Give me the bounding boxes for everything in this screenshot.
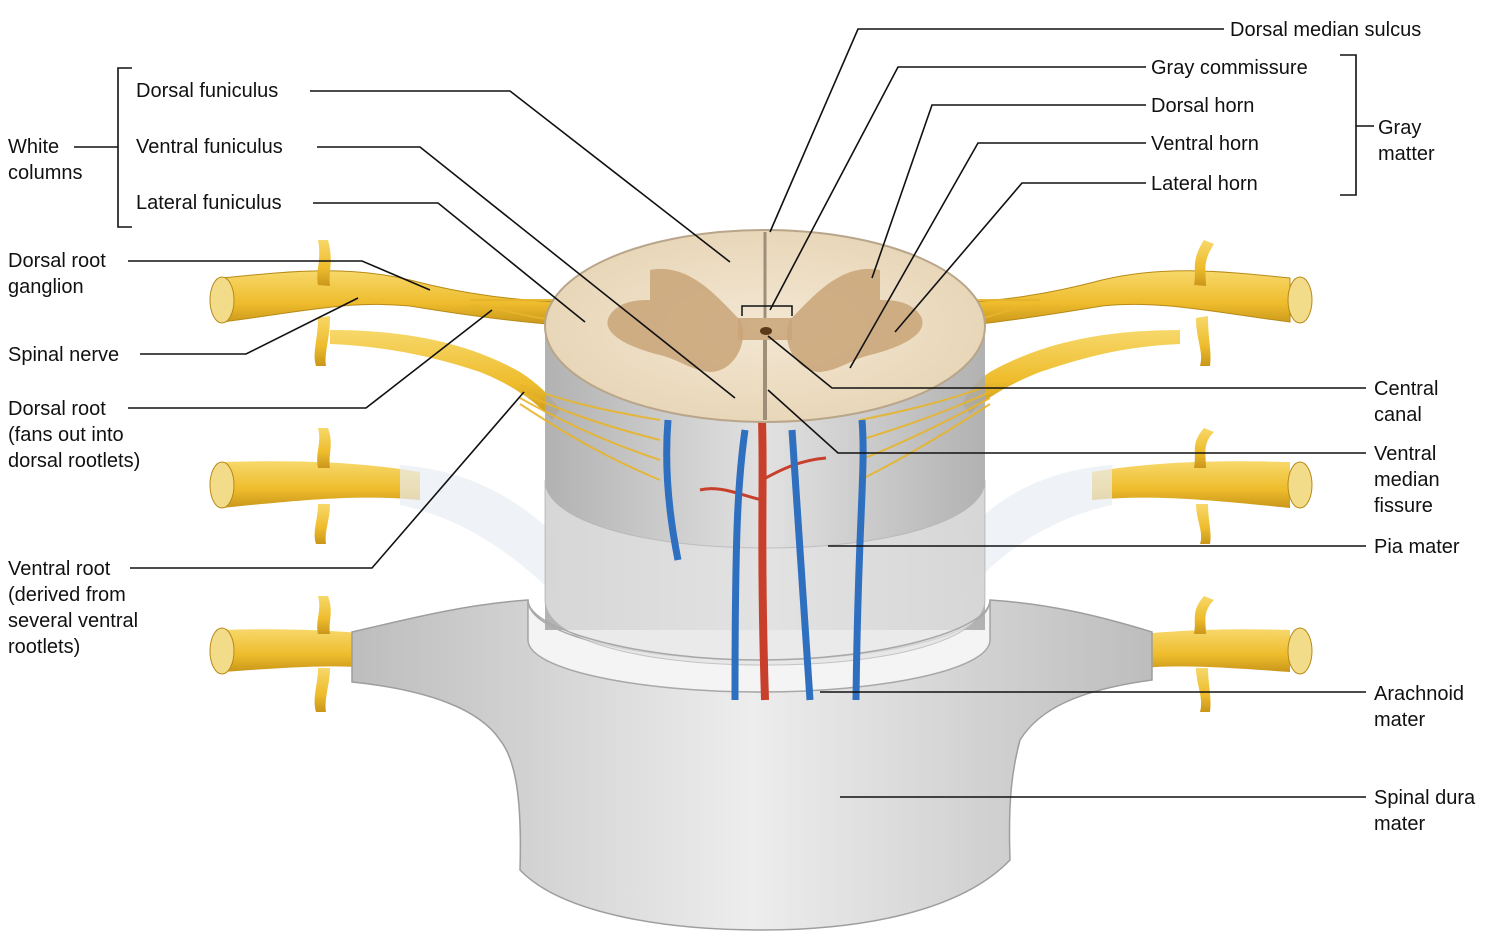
left-lower-spinal-nerve <box>222 629 370 672</box>
left-nerve-branch-down <box>314 316 330 366</box>
anterior-spinal-artery <box>758 419 769 701</box>
leader-dorsal-funiculus <box>310 90 731 263</box>
spinal-vein-left-2 <box>731 429 749 701</box>
left-ventral-root <box>330 330 560 420</box>
label-dorsal-horn: Dorsal horn <box>1151 95 1255 117</box>
gray-matter-left <box>607 268 744 372</box>
leader-lines <box>74 28 1374 798</box>
label-spinal-nerve: Spinal nerve <box>8 344 120 366</box>
leader-dorsal-root <box>128 309 493 409</box>
label-dorsal-funiculus: Dorsal funiculus <box>136 80 279 102</box>
label-lateral-funiculus: Lateral funiculus <box>136 192 282 214</box>
label-dorsal-root: Dorsal root (fans out into dorsal rootle… <box>8 398 141 472</box>
white-columns-bracket <box>117 67 132 228</box>
leader-dorsal-horn <box>871 104 1146 279</box>
right-lower-spinal-nerve <box>1142 629 1290 672</box>
label-dorsal-root-ganglion: Dorsal root ganglion <box>8 250 106 298</box>
right-middle-spinal-nerve <box>1092 461 1290 508</box>
label-gray-matter: Gray matter <box>1378 117 1435 165</box>
leader-lateral-funiculus <box>313 202 586 323</box>
left-nerve-branch-up <box>317 240 331 286</box>
label-central-canal: Central canal <box>1374 378 1439 426</box>
right-ventral-root <box>962 330 1180 414</box>
lower-spinal-nerves <box>209 596 1313 712</box>
spinal-vein-right-1 <box>788 429 814 701</box>
label-ventral-root: Ventral root (derived from several ventr… <box>8 558 139 658</box>
label-spinal-dura-mater: Spinal dura mater <box>1374 787 1476 835</box>
leader-ventral-root <box>130 391 525 569</box>
gray-matter-right <box>786 268 923 372</box>
leader-ventral-horn <box>849 142 1146 369</box>
leader-ventral-median-fissure <box>767 389 1366 454</box>
right-nerve-cut-end <box>1287 276 1313 324</box>
label-arachnoid-mater: Arachnoid mater <box>1374 683 1465 731</box>
label-pia-mater: Pia mater <box>1374 536 1460 558</box>
label-dorsal-median-sulcus: Dorsal median sulcus <box>1230 19 1422 41</box>
leader-gray-commissure <box>769 66 1146 311</box>
leader-central-canal <box>767 335 1366 389</box>
leader-ventral-funiculus <box>317 146 736 399</box>
label-lateral-horn: Lateral horn <box>1151 173 1258 195</box>
left-middle-spinal-nerve <box>222 461 420 508</box>
label-gray-commissure: Gray commissure <box>1151 57 1308 79</box>
leader-spinal-nerve <box>140 297 359 355</box>
blood-vessels <box>663 419 867 701</box>
label-white-columns: White columns <box>8 136 83 184</box>
leader-lateral-horn <box>894 182 1146 333</box>
label-ventral-horn: Ventral horn <box>1151 133 1259 155</box>
label-ventral-median-fissure: Ventral median fissure <box>1374 443 1440 517</box>
label-ventral-funiculus: Ventral funiculus <box>136 136 283 158</box>
right-nerve-branch-down <box>1196 316 1211 366</box>
spinal-vein-right-2 <box>852 419 867 701</box>
leader-dorsal-median-sulcus <box>769 28 1224 233</box>
central-canal <box>760 327 772 335</box>
upper-spinal-nerves <box>209 240 1313 420</box>
spinal-vein-left-1 <box>663 419 682 561</box>
gray-commissure-bracket <box>741 305 793 316</box>
left-nerve-cut-end <box>209 276 235 324</box>
gray-matter-bracket <box>1340 54 1357 196</box>
right-nerve-branch-up <box>1194 240 1214 286</box>
middle-spinal-nerves <box>209 428 1313 600</box>
leader-dorsal-root-ganglion <box>128 260 431 291</box>
left-upper-spinal-nerve <box>221 270 561 326</box>
right-upper-spinal-nerve <box>969 270 1291 326</box>
